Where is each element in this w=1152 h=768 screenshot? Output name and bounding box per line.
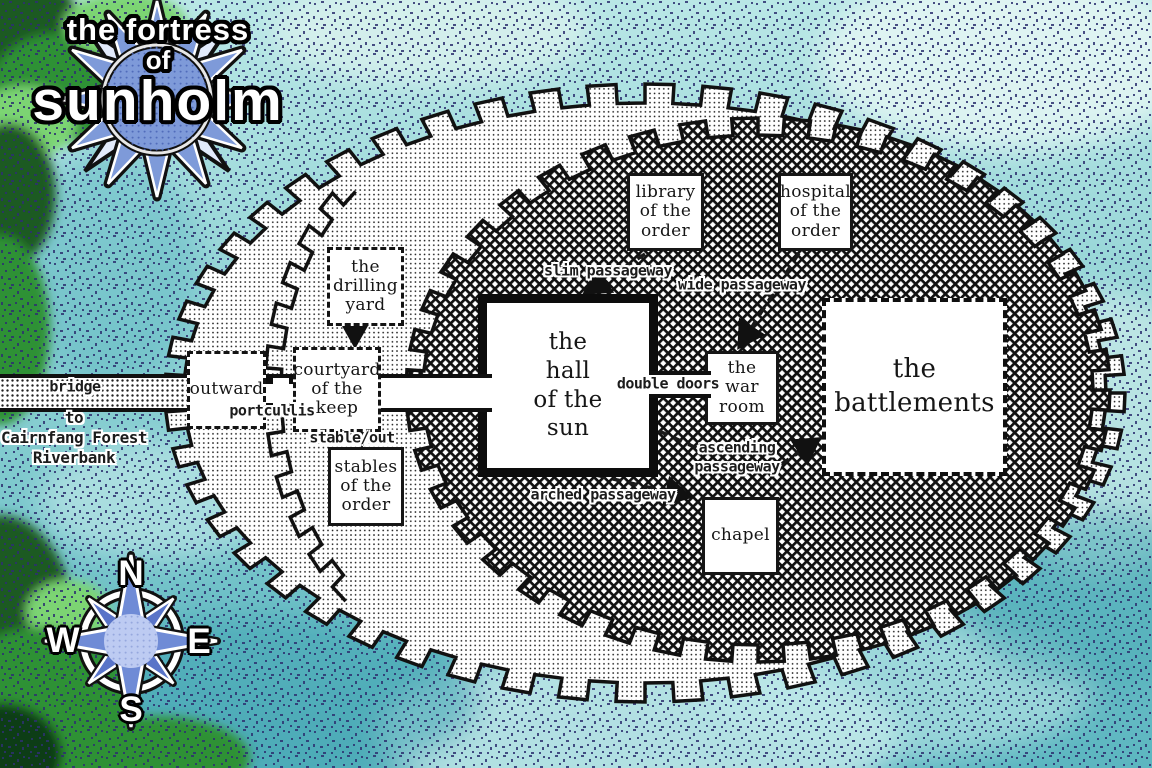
portcullis-label: portcullis xyxy=(229,401,315,420)
room-label: the hall of the sun xyxy=(533,329,603,442)
ascending-passageway-label: ascending passageway xyxy=(694,438,780,475)
compass-south-label: S xyxy=(119,690,143,729)
room-label: the battlements xyxy=(834,354,995,418)
room-label: chapel xyxy=(711,525,770,546)
double-doors-label: double doors xyxy=(616,374,720,393)
slim-passageway-label: slim passageway xyxy=(544,261,672,280)
stable-out-label: stable/out xyxy=(309,428,395,447)
room-war-room: the war room xyxy=(705,351,779,425)
portcullis-gate-tick xyxy=(266,375,273,384)
room-label: courtyard of the keep xyxy=(293,359,381,419)
connector-wide-passageway xyxy=(737,252,801,350)
room-stables-of-the-order: stables of the order xyxy=(328,447,404,526)
compass-rose-icon xyxy=(41,551,221,731)
room-label: library of the order xyxy=(635,182,696,241)
room-outward: outward xyxy=(187,351,266,429)
compass-north-label: N xyxy=(118,554,144,593)
title-line-1: the fortress xyxy=(66,12,250,47)
bridge-destination-label: to Cairnfang Forest Riverbank xyxy=(0,408,148,467)
sun-emblem-icon xyxy=(54,0,260,202)
room-label: stables of the order xyxy=(334,456,398,516)
compass-west-label: W xyxy=(46,621,80,660)
title-line-3: sunholm xyxy=(32,69,284,133)
compass-rose: N E S W xyxy=(28,543,234,749)
room-chapel: chapel xyxy=(702,497,779,575)
connector-ascending-b xyxy=(767,437,822,475)
room-label: hospital of the order xyxy=(779,182,852,241)
wide-passageway-label: wide passageway xyxy=(678,275,806,294)
connector-slim-passageway xyxy=(582,252,646,295)
arched-passageway-label: arched passageway xyxy=(530,485,676,504)
portcullis-gate-tick xyxy=(289,403,296,412)
room-hospital-of-the-order: hospital of the order xyxy=(778,173,853,251)
room-label: the drilling yard xyxy=(333,256,398,316)
room-battlements: the battlements xyxy=(822,298,1007,476)
room-drilling-yard: the drilling yard xyxy=(327,247,404,326)
bridge-label: bridge xyxy=(49,377,101,396)
compass-east-label: E xyxy=(187,622,211,661)
room-library-of-the-order: library of the order xyxy=(627,173,704,251)
war-room-corridor xyxy=(649,371,711,398)
portcullis-gate-tick xyxy=(289,375,296,384)
room-label: outward xyxy=(189,379,264,400)
room-label: the war room xyxy=(719,358,765,417)
map-title: the fortress of sunholm xyxy=(8,14,308,130)
title-line-2: of xyxy=(145,45,171,75)
room-courtyard-of-the-keep: courtyard of the keep xyxy=(293,347,381,432)
bridge xyxy=(0,374,200,412)
portcullis-gate-tick xyxy=(266,403,273,412)
connector-ascending-a xyxy=(658,429,702,452)
